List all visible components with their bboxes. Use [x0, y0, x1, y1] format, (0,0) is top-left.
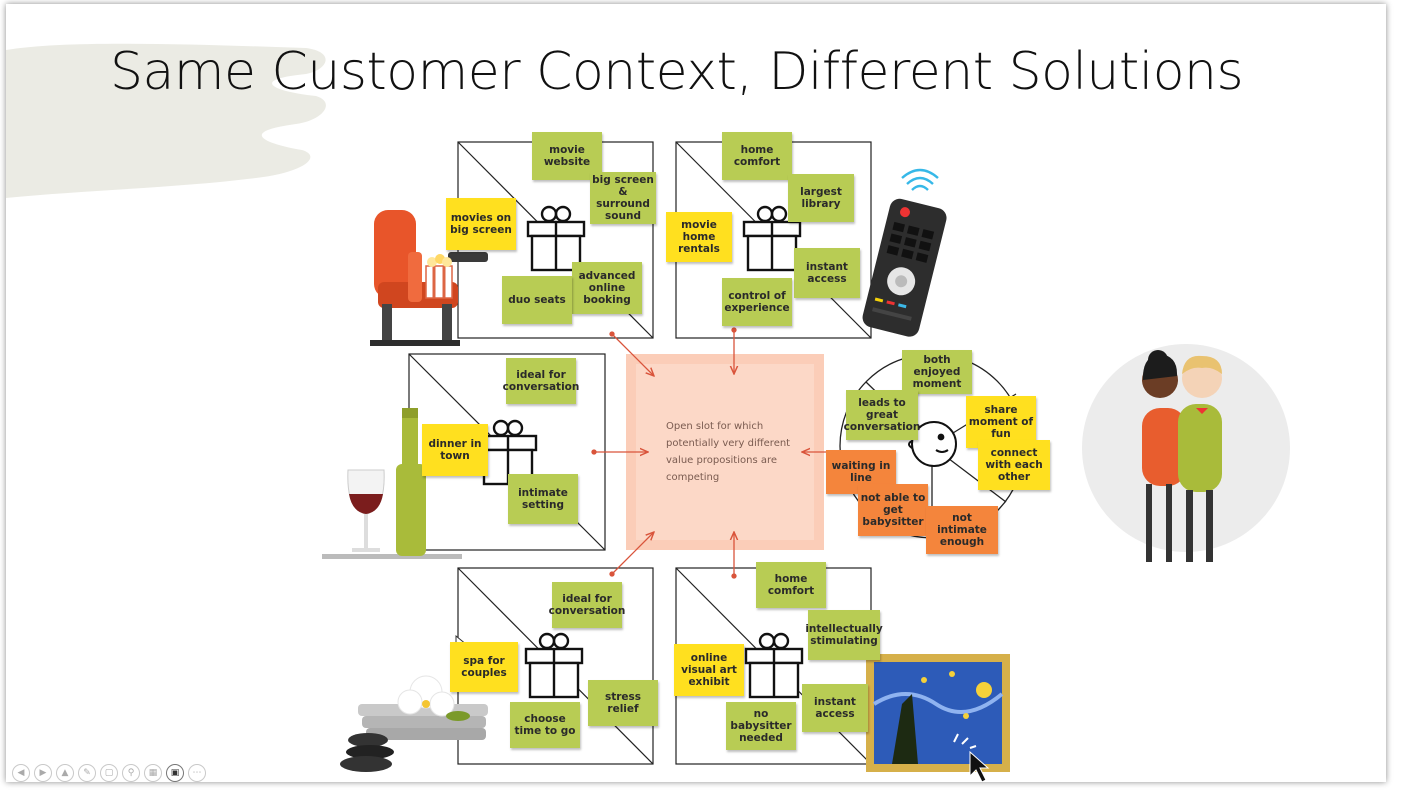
- gift-icon: [742, 205, 802, 272]
- zoom-icon[interactable]: ⚲: [122, 764, 140, 782]
- wine-bottle-icon: [322, 408, 462, 559]
- gift-icon: [744, 632, 804, 699]
- copy-icon[interactable]: ▢: [100, 764, 118, 782]
- sticky-note: stress relief: [588, 680, 658, 726]
- grid-icon[interactable]: ▦: [144, 764, 162, 782]
- spa-stones-icon: [340, 675, 488, 772]
- slide-title: Same Customer Context, Different Solutio…: [110, 42, 1244, 102]
- sticky-note: home comfort: [722, 132, 792, 180]
- sticky-note: dinner in town: [422, 424, 488, 476]
- gain-note: connect with each other: [978, 440, 1050, 490]
- presentation-toolbar: ◀ ▶ ▲ ✎ ▢ ⚲ ▦ ▣ ⋯: [12, 764, 206, 782]
- couple-avatar: [1082, 344, 1290, 562]
- sticky-note: no babysitter needed: [726, 702, 796, 750]
- pain-note: not intimate enough: [926, 506, 998, 554]
- sticky-note: control of experience: [722, 278, 792, 326]
- brush-stroke-decoration: [6, 43, 326, 199]
- diagram-canvas: [322, 141, 1290, 782]
- remote-control-icon: [862, 168, 947, 337]
- next-icon[interactable]: ▶: [34, 764, 52, 782]
- sticky-note: advanced online booking: [572, 262, 642, 314]
- customer-face-icon: [908, 421, 957, 467]
- sticky-note: duo seats: [502, 276, 572, 324]
- pen-icon[interactable]: ✎: [78, 764, 96, 782]
- sticky-note: ideal for conversation: [503, 358, 579, 404]
- starry-night-painting-icon: [866, 654, 1010, 772]
- prev-icon[interactable]: ◀: [12, 764, 30, 782]
- gain-note: leads to great conversation: [844, 390, 920, 440]
- camera-icon[interactable]: ▣: [166, 764, 184, 782]
- sticky-note: movies on big screen: [446, 198, 516, 250]
- sticky-note: ideal for conversation: [549, 582, 625, 628]
- home-icon[interactable]: ▲: [56, 764, 74, 782]
- sticky-note: movie home rentals: [666, 212, 732, 262]
- sticky-note: big screen & surround sound: [590, 172, 656, 224]
- pain-note: not able to get babysitter: [858, 484, 928, 536]
- sticky-note: largest library: [788, 174, 854, 222]
- sticky-note: instant access: [802, 684, 868, 732]
- cinema-chair-icon: [370, 210, 488, 346]
- gain-note: both enjoyed moment: [902, 350, 972, 394]
- sticky-note: online visual art exhibit: [674, 644, 744, 696]
- sticky-note: spa for couples: [450, 642, 518, 692]
- gift-icon: [526, 205, 586, 272]
- sticky-note: instant access: [794, 248, 860, 298]
- open-slot-text: Open slot for which potentially very dif…: [666, 421, 791, 483]
- slide: Same Customer Context, Different Solutio…: [6, 4, 1386, 782]
- open-slot-box: [626, 354, 824, 550]
- gift-icon: [524, 632, 584, 699]
- sticky-note: intimate setting: [508, 474, 578, 524]
- sticky-note: intellectually stimulating: [805, 610, 883, 660]
- sticky-note: choose time to go: [510, 702, 580, 748]
- gain-note: share moment of fun: [966, 396, 1036, 448]
- sticky-note: home comfort: [756, 562, 826, 608]
- more-icon[interactable]: ⋯: [188, 764, 206, 782]
